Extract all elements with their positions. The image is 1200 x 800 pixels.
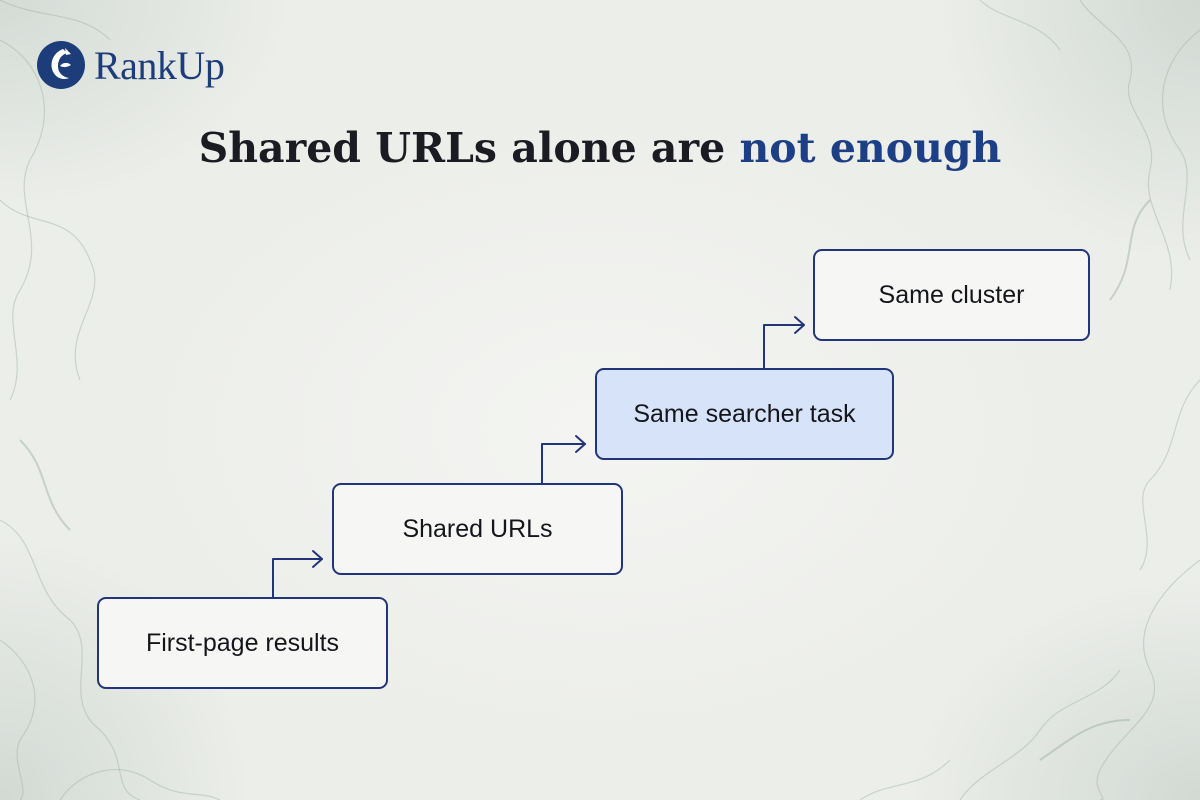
brand-logo: RankUp [36, 40, 225, 90]
brand-name: RankUp [94, 42, 225, 88]
step-first-page-results: First-page results [97, 597, 388, 689]
title-main: Shared URLs alone are [198, 124, 740, 172]
step-shared-urls: Shared URLs [332, 483, 623, 575]
title-accent: not enough [739, 124, 1002, 172]
step-label: First-page results [145, 628, 340, 657]
logo-icon [37, 41, 85, 89]
step-same-cluster: Same cluster [813, 249, 1090, 341]
step-label: Same searcher task [633, 399, 856, 428]
step-label: Same cluster [878, 280, 1025, 309]
step-same-searcher-task: Same searcher task [595, 368, 894, 460]
connector-arrow-3 [763, 316, 805, 369]
connector-arrow-1 [272, 550, 323, 598]
connector-arrow-2 [541, 435, 586, 484]
step-label: Shared URLs [402, 514, 553, 543]
page-title: Shared URLs alone are not enough [0, 124, 1200, 172]
